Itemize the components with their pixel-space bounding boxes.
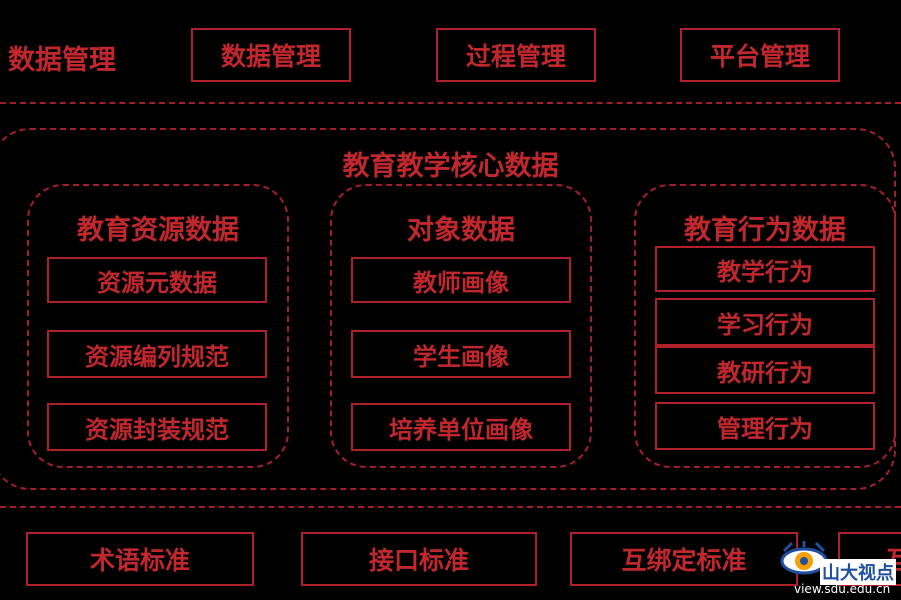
watermark-logo: 山大视点 view.sdu.edu.cn <box>780 535 901 600</box>
object-item-label: 学生画像 <box>413 342 509 371</box>
platform-management-box: 平台管理 <box>680 28 840 82</box>
standard-item: 接口标准 <box>301 532 537 586</box>
behavior-item-label: 教研行为 <box>717 358 813 387</box>
core-data-title: 教育教学核心数据 <box>342 151 559 182</box>
resource-item-label: 资源封装规范 <box>85 415 229 444</box>
object-item: 学生画像 <box>351 330 571 378</box>
standard-item: 术语标准 <box>26 532 254 586</box>
resource-item: 资源封装规范 <box>47 403 267 451</box>
behavior-item: 教研行为 <box>655 346 875 394</box>
group-object-data <box>330 184 592 468</box>
behavior-item-label: 学习行为 <box>717 310 813 339</box>
resource-item-label: 资源元数据 <box>97 268 217 297</box>
watermark-url: view.sdu.edu.cn <box>794 582 891 596</box>
standard-item-label: 互绑定标准 <box>621 546 747 575</box>
group-education-behavior <box>634 184 896 468</box>
resource-item-label: 资源编列规范 <box>85 342 229 371</box>
divider-top <box>0 102 901 104</box>
watermark-name: 山大视点 <box>820 559 896 585</box>
group-education-behavior-title: 教育行为数据 <box>684 215 846 246</box>
divider-bottom <box>0 506 901 508</box>
process-management-box: 过程管理 <box>436 28 596 82</box>
behavior-item: 管理行为 <box>655 402 875 450</box>
group-object-data-title: 对象数据 <box>407 215 515 246</box>
object-item: 教师画像 <box>351 257 571 303</box>
standard-item-label: 术语标准 <box>89 546 190 575</box>
behavior-item-label: 管理行为 <box>717 414 813 443</box>
section-title-data-management: 数据管理 <box>8 45 116 76</box>
standard-item-label: 接口标准 <box>368 546 469 575</box>
platform-management-label: 平台管理 <box>709 42 810 71</box>
group-education-resources <box>27 184 289 468</box>
process-management-label: 过程管理 <box>465 42 566 71</box>
data-management-box: 数据管理 <box>191 28 351 82</box>
standard-item: 互绑定标准 <box>570 532 798 586</box>
group-education-resources-title: 教育资源数据 <box>77 215 239 246</box>
object-item-label: 培养单位画像 <box>389 415 533 444</box>
data-management-label: 数据管理 <box>220 42 321 71</box>
behavior-item: 学习行为 <box>655 298 875 346</box>
resource-item: 资源元数据 <box>47 257 267 303</box>
object-item-label: 教师画像 <box>413 268 509 297</box>
resource-item: 资源编列规范 <box>47 330 267 378</box>
behavior-item-label: 教学行为 <box>717 257 813 286</box>
object-item: 培养单位画像 <box>351 403 571 451</box>
behavior-item: 教学行为 <box>655 246 875 292</box>
